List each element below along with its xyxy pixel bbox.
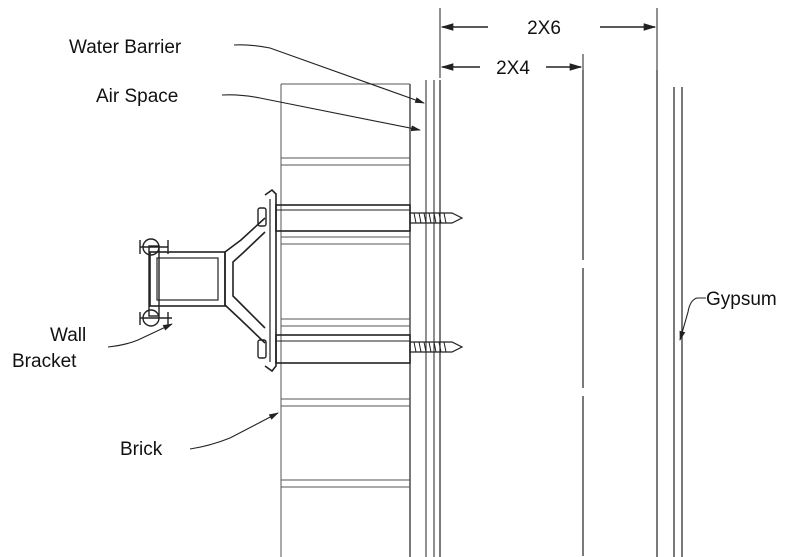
dimension-2x6-label: 2X6 <box>527 18 561 39</box>
water-barrier-label: Water Barrier <box>69 37 182 58</box>
dimension-2x4: 2X4 <box>440 58 583 79</box>
gypsum-layer <box>673 87 683 557</box>
wall-bracket-assembly <box>139 188 277 373</box>
brick-label: Brick <box>120 439 163 460</box>
stud-layer <box>582 70 658 557</box>
callout-air-space: Air Space <box>96 86 421 132</box>
air-space-label: Air Space <box>96 86 178 107</box>
lower-anchor <box>275 334 464 364</box>
brick-column <box>280 83 411 557</box>
wall-bracket-label-line1: Wall <box>50 325 86 346</box>
callout-wall-bracket: Wall Bracket <box>12 323 173 372</box>
gypsum-label: Gypsum <box>706 289 777 310</box>
dimension-ticks <box>439 8 658 78</box>
callout-brick: Brick <box>120 412 279 460</box>
dimension-2x4-label: 2X4 <box>496 58 530 79</box>
upper-anchor <box>275 204 464 232</box>
dimension-2x6: 2X6 <box>440 18 657 39</box>
brick-mortar-joints <box>281 157 410 488</box>
water-barrier-layer <box>425 80 441 557</box>
callout-gypsum: Gypsum <box>679 289 777 341</box>
callout-water-barrier: Water Barrier <box>69 37 425 104</box>
wall-bracket-label-line2: Bracket <box>12 351 77 372</box>
